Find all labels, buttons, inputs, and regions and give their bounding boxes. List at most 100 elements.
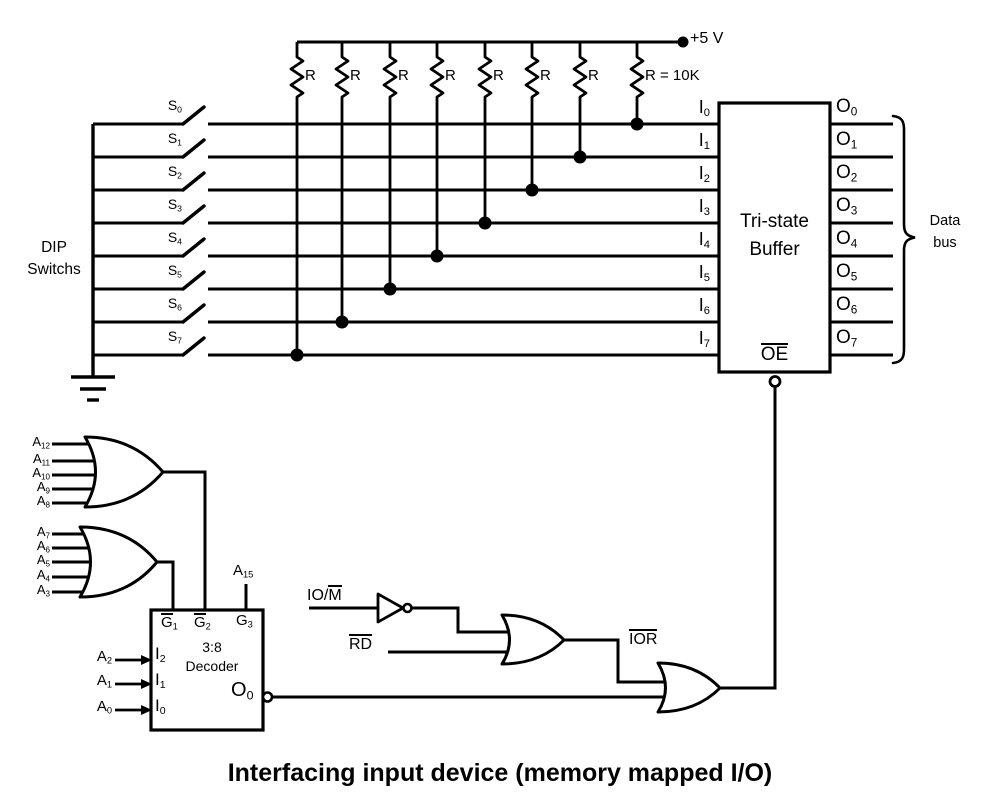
or-gate-enable: [656, 661, 777, 714]
resistor-2: [334, 42, 350, 322]
switch-label-s7: S7: [167, 328, 182, 346]
buffer-output-label-o4: O4: [836, 228, 858, 251]
resistor-6: [524, 42, 540, 190]
resistor-label-1: R: [305, 67, 316, 84]
buffer-input-label-i1: I1: [698, 130, 710, 153]
switch-blades: [181, 105, 206, 357]
ground-symbol: [71, 124, 115, 402]
decoder-addr-label-a0: A0: [96, 698, 112, 716]
buffer-output-label-o5: O5: [836, 261, 858, 284]
buffer-input-label-i6: I6: [698, 295, 710, 318]
resistor-8: [629, 42, 645, 124]
addr-label-a7: A7: [36, 524, 50, 541]
switch-blade-s5: [181, 270, 206, 291]
addr-label-a4: A4: [36, 567, 50, 584]
resistor-7: [572, 42, 588, 157]
inverter-bubble: [402, 602, 413, 614]
resistor-label-7: R: [588, 67, 599, 84]
decoder-addr-label-a2: A2: [96, 648, 112, 666]
addr-label-a15: A15: [233, 562, 254, 580]
addr-label-a8: A8: [36, 493, 50, 510]
resistor-label-5: R: [493, 67, 504, 84]
dip-switches-label-line1: DIP: [41, 239, 67, 256]
pullup-resistors: [289, 42, 645, 355]
resistor-junction-dots: [290, 117, 644, 362]
or-gate-low-address: [52, 525, 175, 610]
ior-output-wire: [564, 638, 674, 684]
ior-signal-label: IOR: [629, 629, 658, 648]
switch-blade-s2: [181, 171, 206, 192]
addr-label-a5: A5: [36, 552, 50, 569]
addr-label-a3: A3: [36, 582, 50, 599]
iom-inverter: [309, 592, 413, 624]
decoder-output-bubble: [261, 691, 274, 703]
buffer-input-label-i4: I4: [698, 229, 710, 252]
buffer-input-label-i5: I5: [698, 262, 710, 285]
buffer-input-label-i3: I3: [698, 196, 710, 219]
switch-lines: [93, 122, 719, 357]
addr-label-a9: A9: [36, 479, 50, 496]
decoder-input-label-i1: I1: [155, 670, 166, 691]
switch-label-s1: S1: [167, 130, 182, 148]
buffer-input-label-i0: I0: [698, 97, 710, 120]
ior-gate-wires: [388, 606, 516, 654]
resistor-5: [477, 42, 493, 223]
switch-label-s3: S3: [167, 196, 182, 214]
rd-signal-label: RD: [349, 634, 373, 653]
switch-label-s0: S0: [167, 97, 182, 115]
buffer-name-line2: Buffer: [749, 239, 800, 260]
switch-blade-s4: [181, 237, 206, 258]
addr-label-a6: A6: [36, 538, 50, 555]
buffer-input-label-i2: I2: [698, 163, 710, 186]
switch-label-s6: S6: [167, 295, 182, 313]
switch-blade-s3: [181, 204, 206, 225]
decoder-g2-label: G2: [194, 613, 211, 632]
resistor-label-6: R: [540, 67, 551, 84]
switch-blade-s1: [181, 138, 206, 159]
decoder-input-label-i0: I0: [155, 696, 166, 717]
data-bus-lines: [830, 122, 893, 357]
resistor-4: [429, 42, 445, 256]
decoder-input-label-i2: I2: [155, 644, 166, 665]
buffer-name-line1: Tri-state: [740, 211, 809, 232]
buffer-output-label-o3: O3: [836, 195, 858, 218]
addr-label-a12: A12: [32, 434, 50, 451]
resistor-label-8: R = 10K: [645, 67, 700, 84]
decoder-name-line1: 3:8: [202, 639, 222, 655]
switch-blade-s0: [181, 105, 206, 126]
power-junction-dot: [677, 36, 689, 48]
buffer-input-label-i7: I7: [698, 328, 710, 351]
or-gate-high-address: [52, 435, 207, 610]
diagram-title: Interfacing input device (memory mapped …: [227, 759, 773, 787]
decoder-output-label-o0: O0: [231, 679, 254, 703]
inverter-triangle: [376, 592, 405, 624]
decoder-address-arrows: [115, 655, 152, 715]
power-label: +5 V: [690, 30, 724, 47]
iom-signal-label: IO/M: [307, 585, 342, 604]
dip-switches-label-line2: Switchs: [27, 261, 81, 278]
decoder-g1-label: G1: [161, 613, 178, 632]
addr-label-a11: A11: [32, 451, 50, 468]
oe-bubble: [768, 375, 782, 388]
switch-label-s4: S4: [167, 229, 182, 247]
buffer-output-label-o2: O2: [836, 162, 858, 185]
addr-label-a10: A10: [32, 465, 50, 482]
decoder-addr-label-a1: A1: [96, 672, 112, 690]
switch-label-s2: S2: [167, 163, 182, 181]
switch-label-s5: S5: [167, 262, 182, 280]
resistor-3: [382, 42, 398, 289]
decoder-name-line2: Decoder: [185, 658, 239, 674]
decoder-g3-label: G3: [236, 612, 253, 630]
or-gate-ior: [500, 613, 566, 666]
data-bus-brace: [891, 114, 916, 365]
tri-state-buffer-box: [717, 101, 832, 374]
data-bus-label-line1: Data: [929, 213, 961, 229]
resistor-1: [289, 42, 305, 355]
data-bus-label-line2: bus: [933, 235, 957, 251]
buffer-oe-label: OE: [760, 343, 789, 365]
decoder-box: [149, 608, 265, 732]
buffer-output-label-o6: O6: [836, 294, 858, 317]
buffer-output-label-o7: O7: [836, 327, 858, 350]
switch-blade-s7: [181, 336, 206, 357]
